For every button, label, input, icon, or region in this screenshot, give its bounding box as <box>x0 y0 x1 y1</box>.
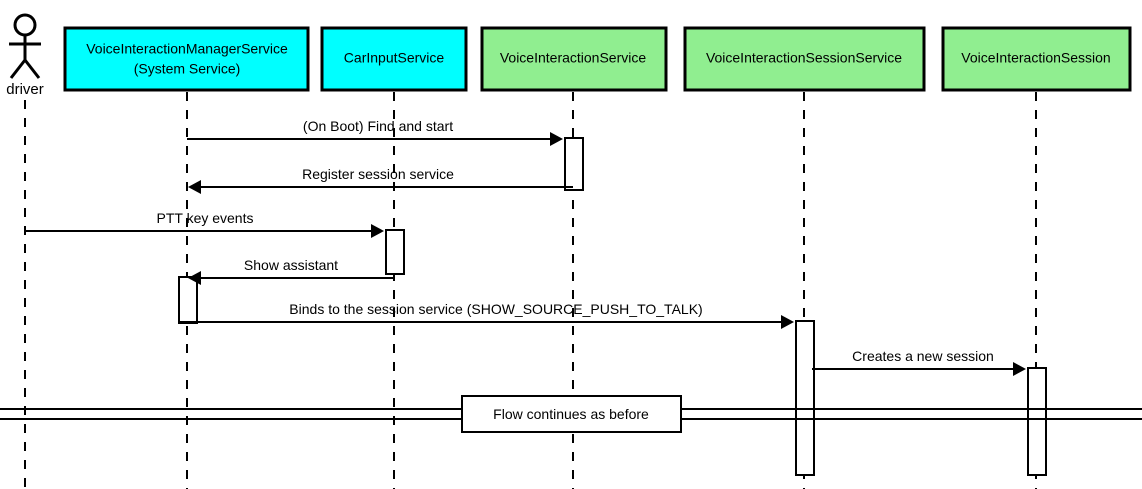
message-label: Binds to the session service (SHOW_SOURC… <box>289 301 702 317</box>
message-arrowhead-icon <box>1013 362 1026 376</box>
participant-label-secondary: (System Service) <box>134 61 241 77</box>
participant-label: VoiceInteractionSessionService <box>706 50 902 66</box>
activation-voice-interaction-service <box>564 137 584 191</box>
message-register-session-service[interactable]: Register session service <box>188 166 573 194</box>
participant-voice-interaction-manager-service[interactable]: VoiceInteractionManagerService (System Se… <box>63 26 310 92</box>
message-on-boot-find-and-start[interactable]: (On Boot) Find and start <box>187 118 563 146</box>
participant-box <box>480 26 668 92</box>
participant-label: VoiceInteractionService <box>500 50 647 66</box>
participant-voice-interaction-service[interactable]: VoiceInteractionService <box>480 26 668 92</box>
participants-group: VoiceInteractionManagerService (System Se… <box>63 26 1132 92</box>
message-ptt-key-events[interactable]: PTT key events <box>25 210 384 238</box>
participant-box <box>683 26 926 92</box>
message-label: Creates a new session <box>852 348 994 364</box>
message-label: (On Boot) Find and start <box>303 118 453 134</box>
participant-voice-interaction-session-service[interactable]: VoiceInteractionSessionService <box>683 26 926 92</box>
activation-voice-interaction-session-service <box>795 320 815 476</box>
divider-box <box>461 395 682 433</box>
actor-label: driver <box>6 81 44 98</box>
participant-label: CarInputService <box>344 50 445 66</box>
message-label: Show assistant <box>244 257 338 273</box>
message-arrowhead-icon <box>188 271 201 285</box>
participant-voice-interaction-session[interactable]: VoiceInteractionSession <box>941 26 1132 92</box>
activation-car-input-service <box>385 229 405 275</box>
activations-group <box>178 137 1047 476</box>
participant-label: VoiceInteractionManagerService <box>86 41 288 57</box>
message-arrowhead-icon <box>781 315 794 329</box>
message-show-assistant[interactable]: Show assistant <box>188 257 394 285</box>
activation-voice-interaction-manager-service <box>178 276 198 324</box>
participant-box <box>941 26 1132 92</box>
actor-left-leg-icon <box>9 59 27 79</box>
message-binds-to-session-service[interactable]: Binds to the session service (SHOW_SOURC… <box>178 301 794 329</box>
actor-head-icon <box>13 13 37 37</box>
divider-flow-continues: Flow continues as before <box>0 395 1142 433</box>
participant-car-input-service[interactable]: CarInputService <box>320 26 468 92</box>
activation-voice-interaction-session <box>1027 367 1047 476</box>
divider-label: Flow continues as before <box>493 406 649 422</box>
message-label: Register session service <box>302 166 454 182</box>
actor-driver[interactable]: driver <box>6 13 44 98</box>
message-arrowhead-icon <box>188 180 201 194</box>
message-arrowhead-icon <box>371 224 384 238</box>
message-label: PTT key events <box>156 210 253 226</box>
message-creates-a-new-session[interactable]: Creates a new session <box>812 348 1026 376</box>
participant-label: VoiceInteractionSession <box>961 50 1110 66</box>
message-arrowhead-icon <box>550 132 563 146</box>
actor-right-leg-icon <box>23 59 41 79</box>
participant-box <box>320 26 468 92</box>
participant-box <box>63 26 310 92</box>
